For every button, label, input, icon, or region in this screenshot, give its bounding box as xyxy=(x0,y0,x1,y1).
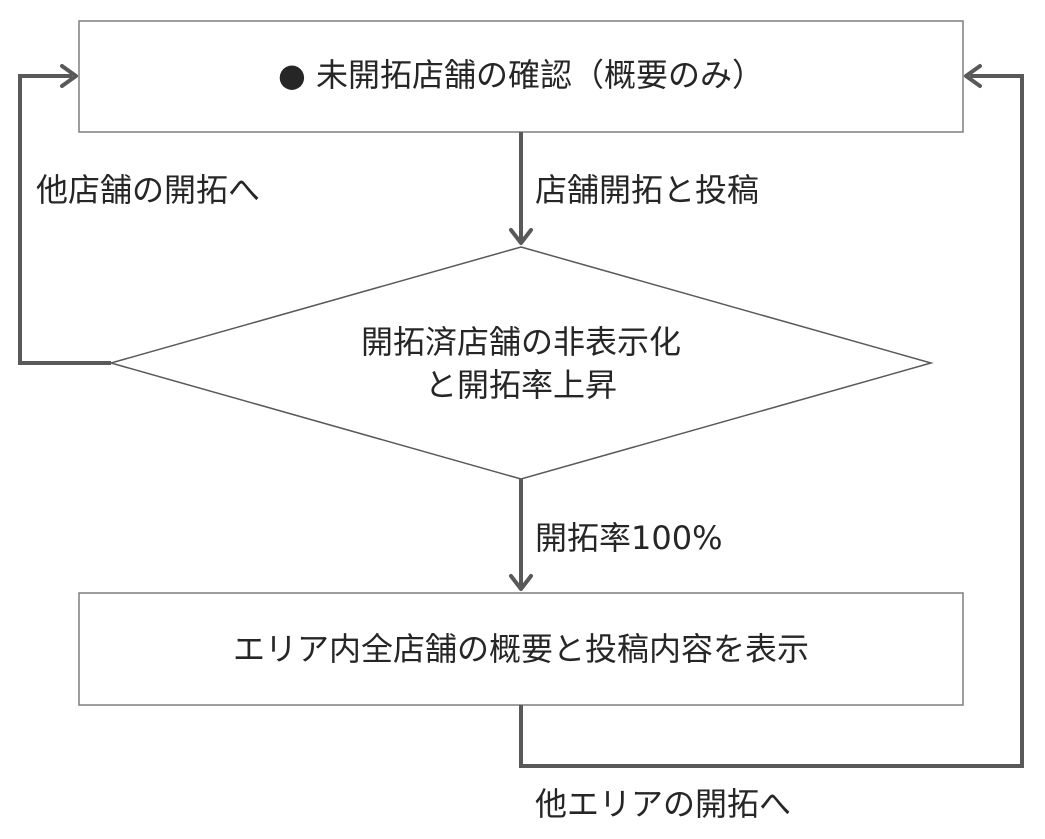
edge-loop-right: 他エリアの開拓へ xyxy=(519,64,1024,823)
arrowhead-right-icon xyxy=(60,64,78,88)
node-show-all-area-stores: エリア内全店舗の概要と投稿内容を表示 xyxy=(78,592,964,706)
edge-loop-left: 他店舗の開拓へ xyxy=(18,64,260,365)
edge-loop-left-line xyxy=(18,74,111,365)
node-check-unexplored-stores: ● 未開拓店舗の確認（概要のみ） xyxy=(78,20,964,133)
node-check-unexplored-stores-label: ● 未開拓店舗の確認（概要のみ） xyxy=(278,56,764,94)
edge-loop-right-line xyxy=(519,74,1024,768)
arrowhead-left-icon xyxy=(964,64,982,88)
edge-label-rate-100: 開拓率100% xyxy=(535,519,723,557)
arrowhead-down-icon xyxy=(509,228,533,245)
edge-label-store-exploration: 店舗開拓と投稿 xyxy=(535,171,759,209)
decision-label-line1: 開拓済店舗の非表示化 xyxy=(361,323,681,361)
decision-hide-explored-stores: 開拓済店舗の非表示化 と開拓率上昇 xyxy=(108,246,934,480)
edge-decision-to-bottom: 開拓率100% xyxy=(509,479,723,591)
decision-label-line2: と開拓率上昇 xyxy=(425,366,617,404)
edge-top-to-decision: 店舗開拓と投稿 xyxy=(509,132,759,245)
edge-label-other-areas: 他エリアの開拓へ xyxy=(535,785,791,823)
arrowhead-down-icon xyxy=(509,574,533,591)
node-show-all-area-stores-label: エリア内全店舗の概要と投稿内容を表示 xyxy=(233,630,809,668)
edge-label-other-stores: 他店舗の開拓へ xyxy=(36,171,260,209)
